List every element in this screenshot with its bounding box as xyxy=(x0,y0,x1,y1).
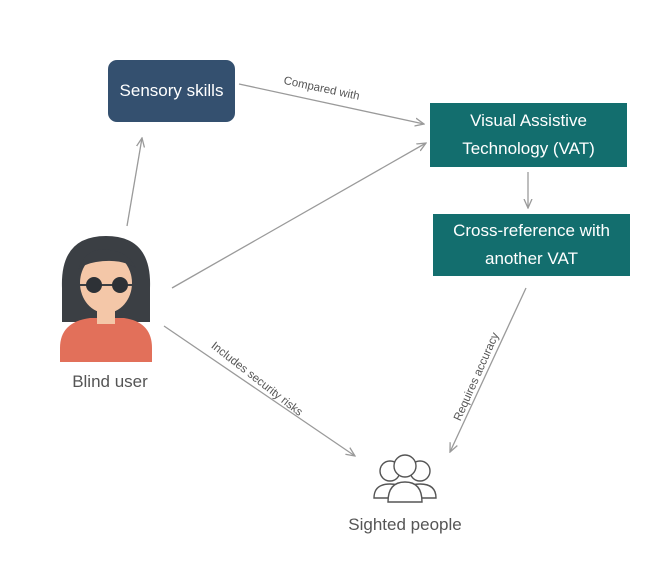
sighted-people-label: Sighted people xyxy=(348,515,462,534)
blind-user-label: Blind user xyxy=(72,372,148,391)
cross-reference-label: Cross-reference with another VAT xyxy=(453,221,610,268)
arrow-user-to-sighted xyxy=(163,325,355,456)
arrow-user-to-sensory xyxy=(126,138,142,227)
sensory-skills-label: Sensory skills xyxy=(119,81,224,100)
vat-node: Visual Assistive Technology (VAT) xyxy=(430,103,627,167)
arrow-crossref-to-sighted xyxy=(450,287,527,452)
sensory-skills-node: Sensory skills xyxy=(108,60,235,122)
arrow-sensory-to-vat xyxy=(238,83,424,124)
group-of-people-icon xyxy=(373,454,437,503)
vat-label: Visual Assistive Technology (VAT) xyxy=(462,111,595,158)
cross-reference-node: Cross-reference with another VAT xyxy=(433,214,630,276)
arrow-user-to-vat xyxy=(171,143,426,289)
blind-user-avatar-icon xyxy=(60,236,152,362)
